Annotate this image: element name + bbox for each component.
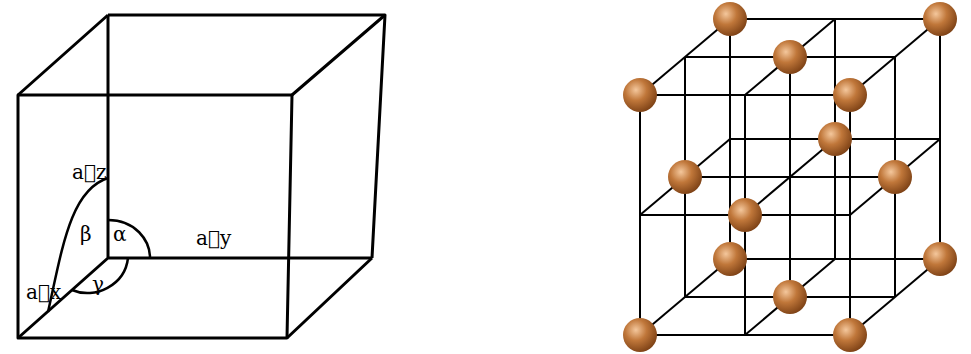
lattice-line [730,18,940,20]
atom-sphere [668,160,702,194]
side-edges [18,15,385,338]
cubic-lattice [623,2,957,352]
atom-sphere [923,242,957,276]
atom-sphere [623,78,657,112]
atom-sphere [833,78,867,112]
alpha-arc [108,220,150,258]
vector-label: a⃗x [26,280,61,304]
vector-label: a⃗z [72,160,106,184]
atom-sphere [728,198,762,232]
atom-sphere [623,318,657,352]
angle-arcs [48,178,150,312]
lattice-line [850,19,940,95]
lattice-line [745,139,835,215]
atom-sphere [833,318,867,352]
parallelepiped [18,15,385,338]
atom-sphere [773,40,807,74]
front-face [18,95,292,338]
lattice-line [939,19,941,259]
lattice-line [640,94,850,96]
atom-sphere [713,242,747,276]
angle-label: β [80,222,92,246]
lattice-vectors [18,15,372,338]
angle-label: γ [92,272,104,296]
atom-sphere [923,2,957,36]
atom-sphere [773,280,807,314]
atom-sphere [818,122,852,156]
lattice-line [850,139,940,215]
atom-sphere [878,160,912,194]
atom-sphere [713,2,747,36]
angle-label: α [113,222,127,246]
vector-label: a⃗y [196,226,231,250]
